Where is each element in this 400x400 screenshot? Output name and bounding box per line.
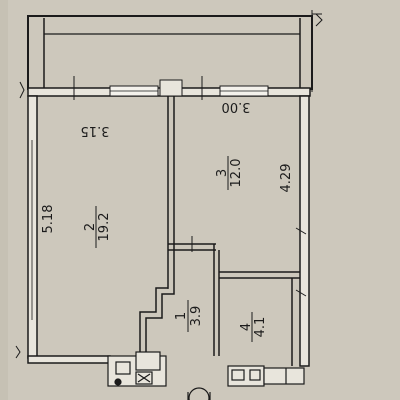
break-mark-right — [315, 13, 323, 27]
riser-dot — [114, 378, 122, 386]
room4-number: 4 — [239, 323, 254, 331]
bottom-wall-left — [27, 355, 111, 364]
shaft-1 — [115, 361, 131, 375]
shaft-4 — [231, 369, 245, 381]
tick-3 — [295, 227, 307, 235]
left-wall — [27, 95, 38, 359]
balcony-door — [159, 79, 183, 97]
shaft-3-x2 — [137, 373, 151, 383]
dim-room3-length: 4.29 — [279, 164, 294, 193]
partitions — [139, 96, 300, 366]
break-mark-bottom — [15, 345, 21, 359]
exterior-wall-top — [27, 79, 311, 97]
outer-walls — [27, 95, 310, 367]
room1-area: 3.9 — [189, 306, 204, 327]
paper-sheet — [8, 0, 400, 400]
shaft-2 — [135, 351, 161, 371]
dim-left-wall-length: 5.18 — [41, 205, 56, 234]
room1-number: 1 — [174, 312, 189, 320]
right-wall — [299, 95, 310, 367]
room2-number: 2 — [83, 223, 98, 231]
shaft-5 — [249, 369, 261, 381]
break-mark-left — [19, 81, 25, 99]
entrance-circle — [188, 387, 210, 400]
entrance-area — [107, 351, 305, 400]
wall-bottom-right — [263, 367, 305, 385]
dim-room2-width: 3.15 — [81, 123, 110, 138]
room3-number: 3 — [215, 169, 230, 177]
hall-left-step-inner — [145, 250, 175, 356]
ticks — [15, 76, 307, 359]
room3-area: 12.0 — [229, 159, 244, 188]
room2-area: 19.2 — [97, 213, 112, 242]
room4-area: 4.1 — [253, 317, 268, 338]
dim-room3-width: 3.00 — [222, 99, 251, 114]
tick-4 — [295, 289, 307, 297]
